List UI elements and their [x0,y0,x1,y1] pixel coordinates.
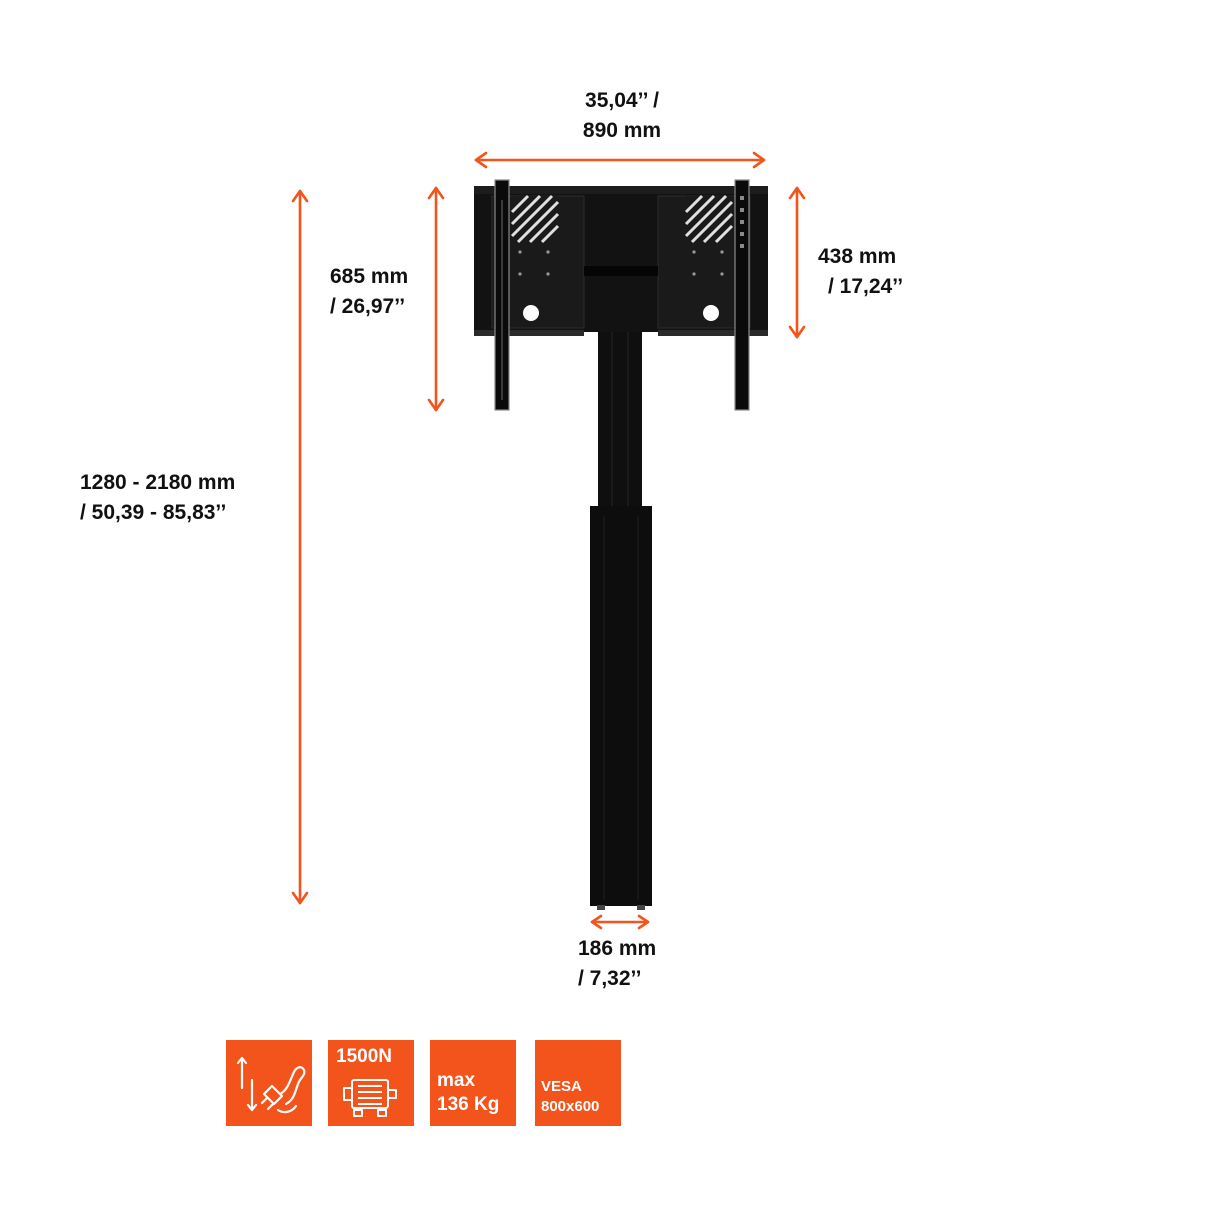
feature-motor-force: 1500N [328,1040,414,1126]
plate-height-line2: / 17,24’’ [828,275,904,298]
feature-vesa: VESA 800x600 [535,1040,621,1126]
cable-hole-right [703,305,719,321]
width-label-line2: 890 mm [582,119,662,142]
bracket-height-arrow [427,186,445,412]
motor-force-label: 1500N [336,1046,392,1067]
motor-icon [343,1079,397,1117]
width-arrow [474,151,766,169]
column-width-label: 186 mm / 7,32’’ [578,934,656,994]
max-load-line2: 136 Kg [437,1094,500,1115]
mounting-plate [474,186,768,336]
width-label-line1: 35,04’’ / [585,89,659,112]
vent-left [510,194,560,244]
height-adjust-electric-icon [236,1056,306,1114]
total-height-arrow [291,189,309,905]
max-load-line1: max [437,1070,476,1091]
feature-max-load: max 136 Kg [430,1040,516,1126]
total-height-label: 1280 - 2180 mm / 50,39 - 85,83’’ [80,468,235,528]
vesa-arm-left [494,179,510,411]
vesa-arm-right [734,179,750,411]
dimension-arrows [291,151,806,930]
plate-height-line1: 438 mm [818,245,897,268]
bracket-height-label: 685 mm / 26,97’’ [330,262,408,322]
plate-height-label: 438 mm / 17,24’’ [818,242,903,302]
width-label: 35,04’’ / 890 mm [560,86,684,146]
column-width-arrow [590,914,650,930]
plate-height-arrow [788,186,806,339]
bracket-height-line1: 685 mm [330,265,409,288]
feature-electric-height-adjust [226,1040,312,1126]
total-height-line1: 1280 - 2180 mm [80,471,236,494]
vesa-line1: VESA [541,1078,582,1095]
vesa-line2: 800x600 [541,1098,600,1115]
total-height-line2: / 50,39 - 85,83’’ [80,501,227,524]
cable-hole-left [523,305,539,321]
column-width-line1: 186 mm [578,937,657,960]
column-width-line2: / 7,32’’ [578,967,642,990]
bracket-height-line2: / 26,97’’ [330,295,406,318]
vent-right [684,194,734,244]
